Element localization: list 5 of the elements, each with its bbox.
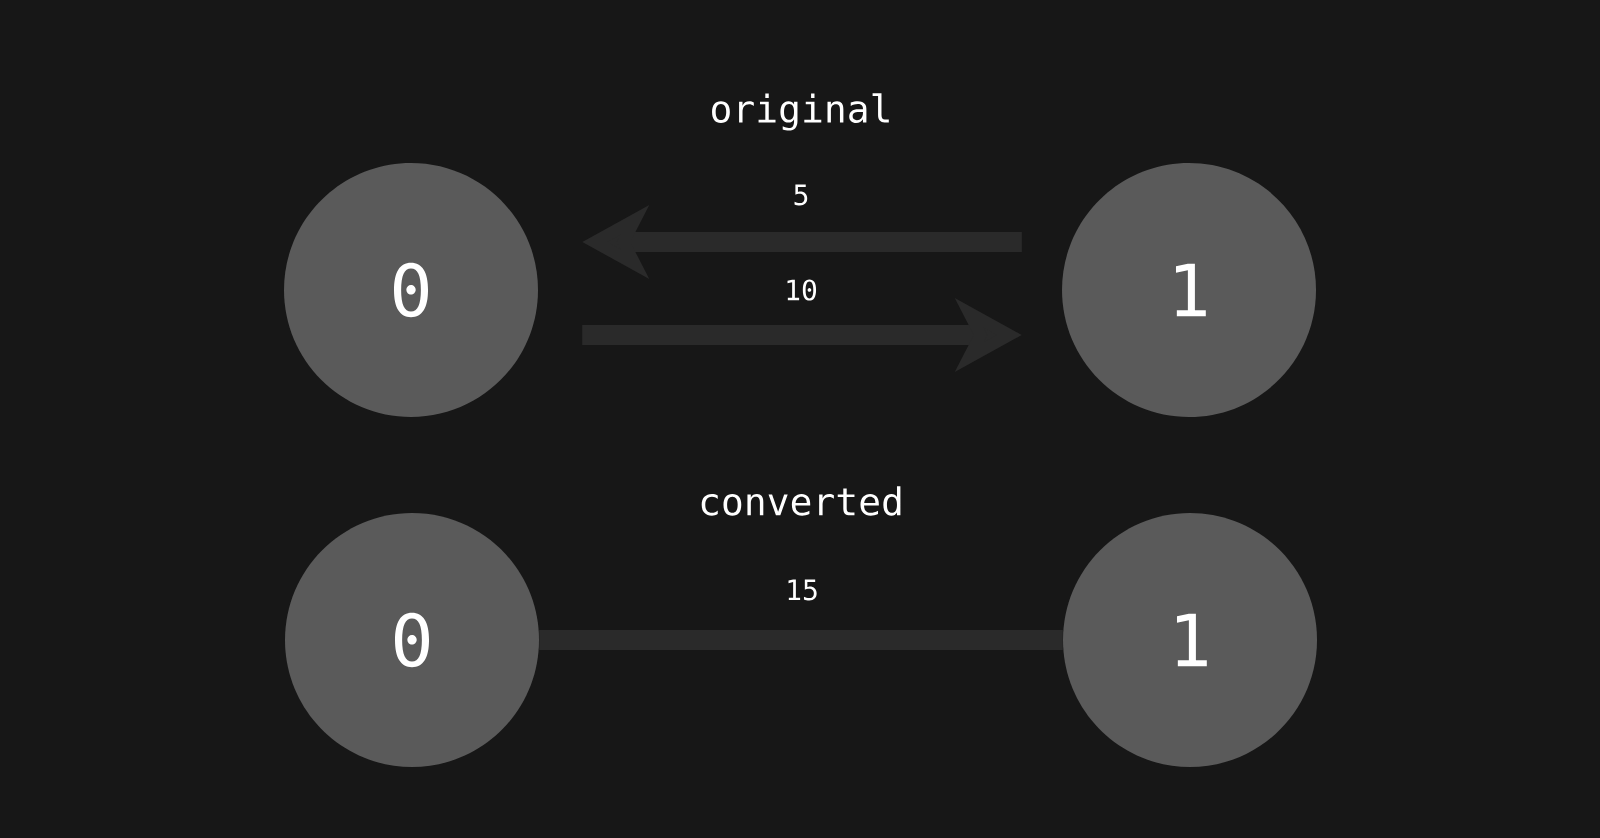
edge-label: 10 <box>787 279 817 301</box>
section-heading: converted <box>701 486 901 516</box>
section-heading: original <box>712 93 889 131</box>
edge-label: 15 <box>788 579 817 601</box>
edge-label: 5 <box>794 184 808 206</box>
